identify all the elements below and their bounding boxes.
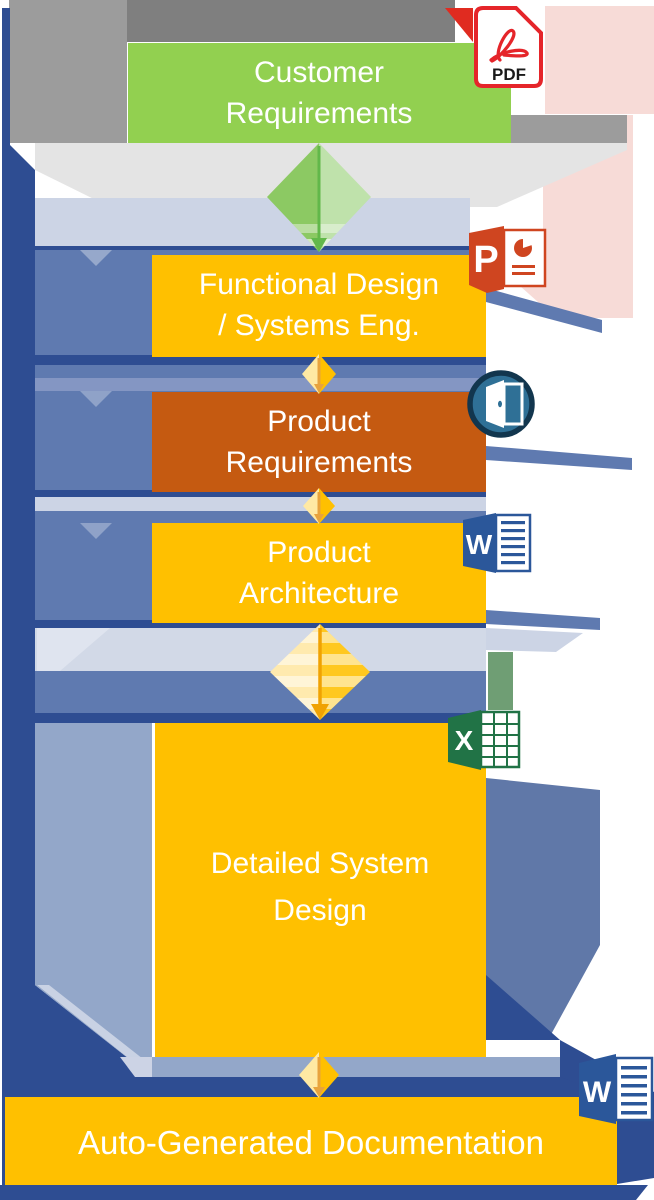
pale-wedge <box>37 628 110 671</box>
excel-shadow-streak <box>488 652 513 710</box>
red-wedge <box>445 8 473 42</box>
powerpoint-icon: P <box>469 226 547 293</box>
navy-strip <box>35 355 486 365</box>
functional-design-label-2: / Systems Eng. <box>218 309 420 342</box>
gray-block-left <box>9 0 127 143</box>
chevron-highlight <box>80 523 112 539</box>
box-product-requirements <box>152 392 486 492</box>
box-detailed-system-design <box>155 723 486 1057</box>
navy-strip <box>35 490 486 497</box>
product-requirements-label-2: Requirements <box>226 446 413 479</box>
diagonal-highlight <box>37 985 152 1077</box>
product-architecture-label-1: Product <box>267 536 371 569</box>
funnel-diagonal <box>35 985 152 1077</box>
pdf-shadow-shape <box>545 6 654 114</box>
powerpoint-icon-letter: P <box>473 239 498 281</box>
box-product-architecture <box>152 523 486 623</box>
lighter-strip <box>35 378 486 391</box>
pdf-icon: PDF <box>474 6 543 88</box>
box-customer-requirements <box>128 43 511 143</box>
open-door-icon <box>467 370 535 438</box>
right-band-3 <box>486 610 600 630</box>
chevron-highlight <box>80 391 112 407</box>
word-bottom-icon-letter: W <box>583 1076 612 1109</box>
pale-blue-band-top <box>35 198 470 250</box>
pdf-icon-label: PDF <box>492 65 526 84</box>
customer-requirements-label-2: Requirements <box>226 97 413 130</box>
bottom-blue-strip <box>0 1185 648 1200</box>
yellow-diamond-arrow <box>299 1052 339 1098</box>
box-functional-design <box>152 255 486 357</box>
gray-band-top <box>127 0 455 42</box>
right-funnel-column <box>486 778 600 1040</box>
excel-icon-letter: X <box>455 725 474 756</box>
box-auto-generated-documentation <box>5 1097 617 1185</box>
pale-wedge-bottom <box>120 1057 152 1077</box>
detailed-system-design-label-2: Design <box>273 894 366 927</box>
navy-fill-bottom-right <box>486 975 560 1040</box>
product-architecture-label-2: Architecture <box>239 577 399 610</box>
detailed-system-design-label-1: Detailed System <box>211 847 429 880</box>
chevron-highlight <box>80 250 112 266</box>
excel-icon: X <box>448 710 521 770</box>
right-pale-band <box>486 628 583 652</box>
light-band-under-box <box>152 1057 560 1077</box>
yellow-diamond-arrow <box>303 488 335 524</box>
navy-strip <box>35 620 486 628</box>
gray-band-right <box>511 115 627 143</box>
word-icon: W <box>463 513 532 573</box>
customer-requirements-label-1: Customer <box>254 56 384 89</box>
word-icon-letter: W <box>466 529 493 560</box>
product-requirements-label-1: Product <box>267 405 371 438</box>
word-icon-bottom: W <box>579 1054 654 1124</box>
green-diamond-arrow <box>267 143 371 252</box>
right-band-2 <box>486 446 632 470</box>
yellow-diamond-arrow <box>302 354 336 394</box>
right-band-1 <box>486 288 602 333</box>
navy-strip <box>35 713 486 723</box>
auto-generated-documentation-label: Auto-Generated Documentation <box>78 1124 544 1161</box>
pale-band-mid <box>35 628 486 671</box>
left-funnel-column <box>35 723 152 985</box>
pale-strip <box>35 497 486 511</box>
steel-strip <box>35 511 486 523</box>
left-blue-bar <box>2 8 35 1200</box>
steel-strip <box>35 365 486 378</box>
functional-design-label-1: Functional Design <box>199 268 439 301</box>
steel-band <box>35 671 486 713</box>
